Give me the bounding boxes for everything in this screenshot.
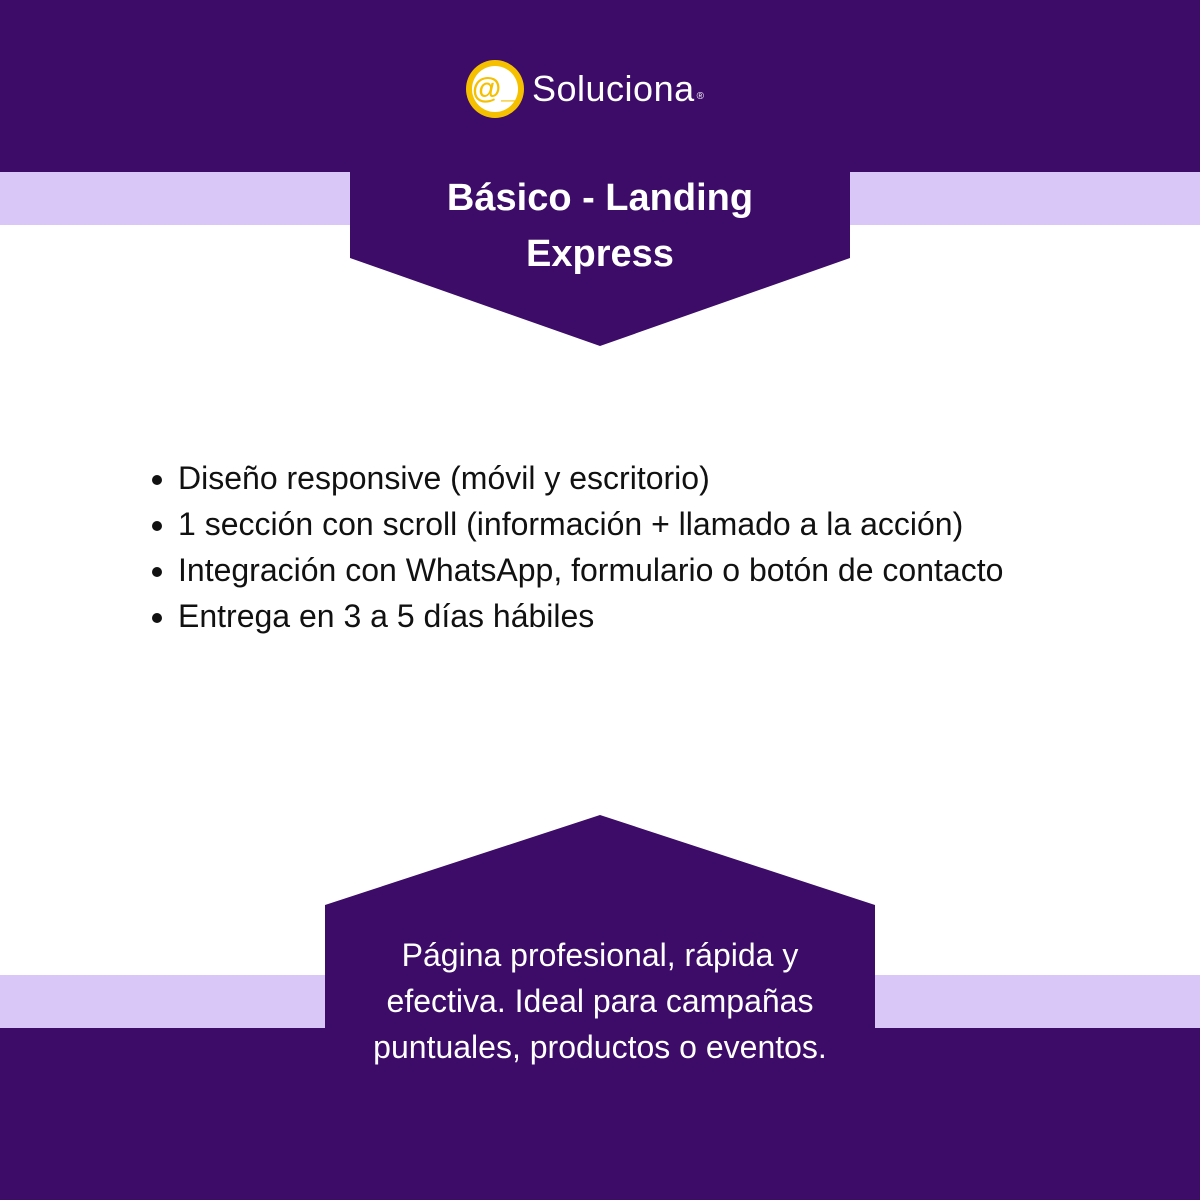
logo-mark-text: @_ bbox=[472, 66, 518, 112]
plan-title-line2: Express bbox=[526, 233, 674, 275]
feature-list: Diseño responsive (móvil y escritorio) 1… bbox=[148, 455, 1058, 639]
feature-item: 1 sección con scroll (información + llam… bbox=[178, 501, 1058, 547]
feature-item: Diseño responsive (móvil y escritorio) bbox=[178, 455, 1058, 501]
at-sign-icon: @_ bbox=[466, 60, 524, 118]
plan-title-line1: Básico - Landing bbox=[446, 177, 754, 219]
brand-logo: @_ Soluciona ® bbox=[466, 60, 704, 118]
title-pennant bbox=[350, 172, 850, 346]
feature-item: Entrega en 3 a 5 días hábiles bbox=[178, 593, 1058, 639]
feature-item: Integración con WhatsApp, formulario o b… bbox=[178, 547, 1058, 593]
registered-mark: ® bbox=[696, 90, 704, 102]
top-banner bbox=[0, 0, 1200, 172]
tagline-house-shape bbox=[325, 815, 875, 1200]
plan-title: Básico - Landing Express bbox=[350, 170, 850, 282]
brand-name: Soluciona bbox=[532, 68, 695, 109]
tagline: Página profesional, rápida y efectiva. I… bbox=[373, 937, 827, 1065]
